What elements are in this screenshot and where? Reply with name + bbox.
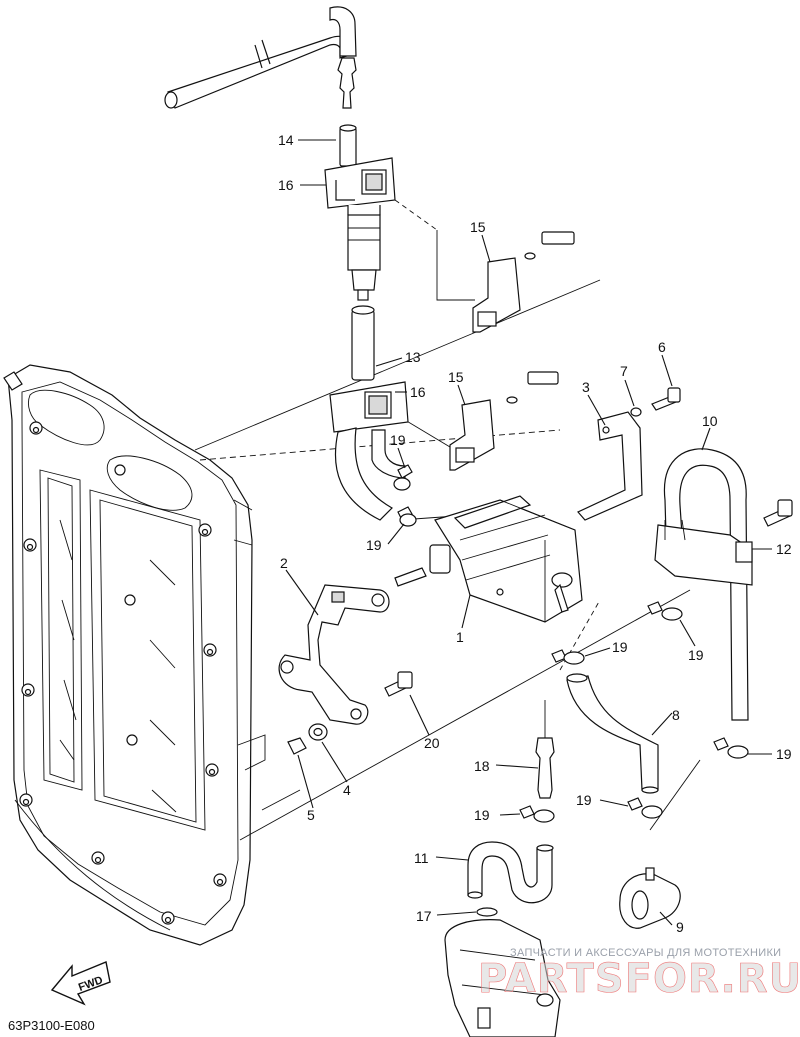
hose-11 (467, 841, 554, 904)
callout-9: 9 (676, 919, 684, 935)
callout-19-b: 19 (366, 537, 382, 553)
callout-2: 2 (280, 555, 288, 571)
vapor-separator (394, 495, 583, 623)
callout-19-e: 19 (776, 746, 792, 762)
fuel-filter-upper (324, 124, 396, 301)
callout-14: 14 (278, 132, 294, 148)
vent-hose-top (164, 6, 357, 109)
part-9 (619, 867, 681, 929)
callout-16-upper: 16 (278, 177, 294, 193)
parts-4-5-20 (287, 671, 413, 755)
callout-15-lower: 15 (448, 369, 464, 385)
callout-20: 20 (424, 735, 440, 751)
callout-19-a: 19 (390, 432, 406, 448)
callout-3: 3 (582, 379, 590, 395)
callout-12: 12 (776, 541, 792, 557)
bracket-15-upper (472, 231, 575, 333)
callout-15-upper: 15 (470, 219, 486, 235)
joint-17 (535, 737, 555, 799)
callout-16-lower: 16 (410, 384, 426, 400)
hose-clips-19 (393, 464, 749, 823)
callout-17: 18 (474, 758, 490, 774)
callout-10: 10 (702, 413, 718, 429)
bracket-15-lower (449, 371, 559, 471)
watermark-line1: ЗАПЧАСТИ И АКСЕССУАРЫ ДЛЯ МОТОТЕХНИКИ (510, 947, 781, 959)
callout-numbers: 14 16 15 13 16 15 19 19 2 3 7 6 10 12 1 … (278, 132, 792, 935)
hose-10 (654, 448, 793, 721)
callout-19-c: 19 (612, 639, 628, 655)
callout-13: 13 (405, 349, 421, 365)
diagram-code: 63P3100-E080 (8, 1018, 95, 1033)
callout-1: 1 (456, 629, 464, 645)
bracket-2 (278, 584, 390, 725)
callout-4: 4 (343, 782, 351, 798)
fwd-arrow-icon: FWD (50, 961, 111, 1006)
hose-8 (566, 673, 659, 794)
fuel-filter-lower (329, 305, 409, 521)
fuel-pump-base (444, 907, 561, 1037)
callout-6: 6 (658, 339, 666, 355)
watermark: ЗАПЧАСТИ И АКСЕССУАРЫ ДЛЯ МОТОТЕХНИКИ PA… (478, 947, 800, 1002)
callout-19-d: 19 (688, 647, 704, 663)
callout-19-g: 19 (576, 792, 592, 808)
callout-18: 17 (416, 908, 432, 924)
cylinder-block (3, 364, 253, 946)
callout-7: 7 (620, 363, 628, 379)
bracket-3 (577, 387, 681, 521)
callout-19-f: 19 (474, 807, 490, 823)
callout-8: 8 (672, 707, 680, 723)
callout-11: 11 (414, 850, 429, 866)
watermark-line2: PARTSFOR.RU (478, 956, 800, 1002)
callout-5: 5 (307, 807, 315, 823)
callout-leaders (285, 139, 772, 926)
